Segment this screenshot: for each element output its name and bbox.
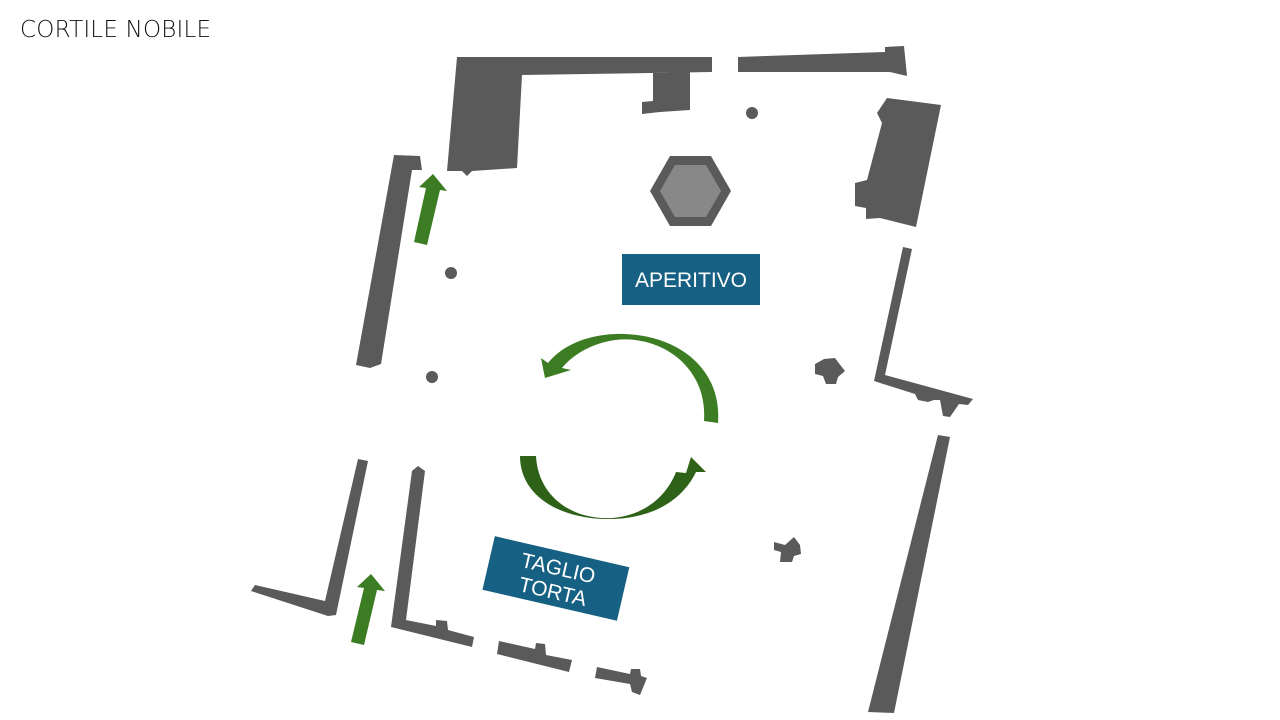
wall-north-west-block <box>447 57 712 176</box>
wall-east-corner <box>874 247 973 417</box>
arrow-up-icon <box>414 174 447 245</box>
aperitivo-label: APERITIVO <box>635 269 747 292</box>
fountain-basin <box>660 165 721 217</box>
wall-south-west <box>251 459 368 616</box>
statue-base <box>774 537 801 562</box>
statue-base <box>815 358 845 384</box>
wall-south-1 <box>391 466 474 647</box>
circular-arrow-icon <box>541 333 719 423</box>
circular-arrow-icon <box>520 456 706 520</box>
wall-south-3 <box>595 667 647 695</box>
fountain <box>650 156 731 226</box>
wall-south-2 <box>497 641 572 672</box>
wall-east-block <box>855 98 941 227</box>
walls <box>251 46 973 713</box>
area-label-taglio-torta: TAGLIO TORTA <box>482 536 630 621</box>
arrow-up-icon <box>351 574 385 645</box>
area-label-aperitivo: APERITIVO <box>622 254 760 305</box>
wall-west <box>356 155 422 368</box>
plan-title: CORTILE NOBILE <box>20 17 212 43</box>
entrance-arrows <box>351 174 447 645</box>
column <box>746 107 758 119</box>
circulation-arrows <box>520 333 719 520</box>
wall-north-east <box>738 46 907 76</box>
wall-north-small-block <box>642 72 690 114</box>
column <box>445 267 457 279</box>
column <box>426 371 438 383</box>
wall-east-long <box>868 435 950 713</box>
